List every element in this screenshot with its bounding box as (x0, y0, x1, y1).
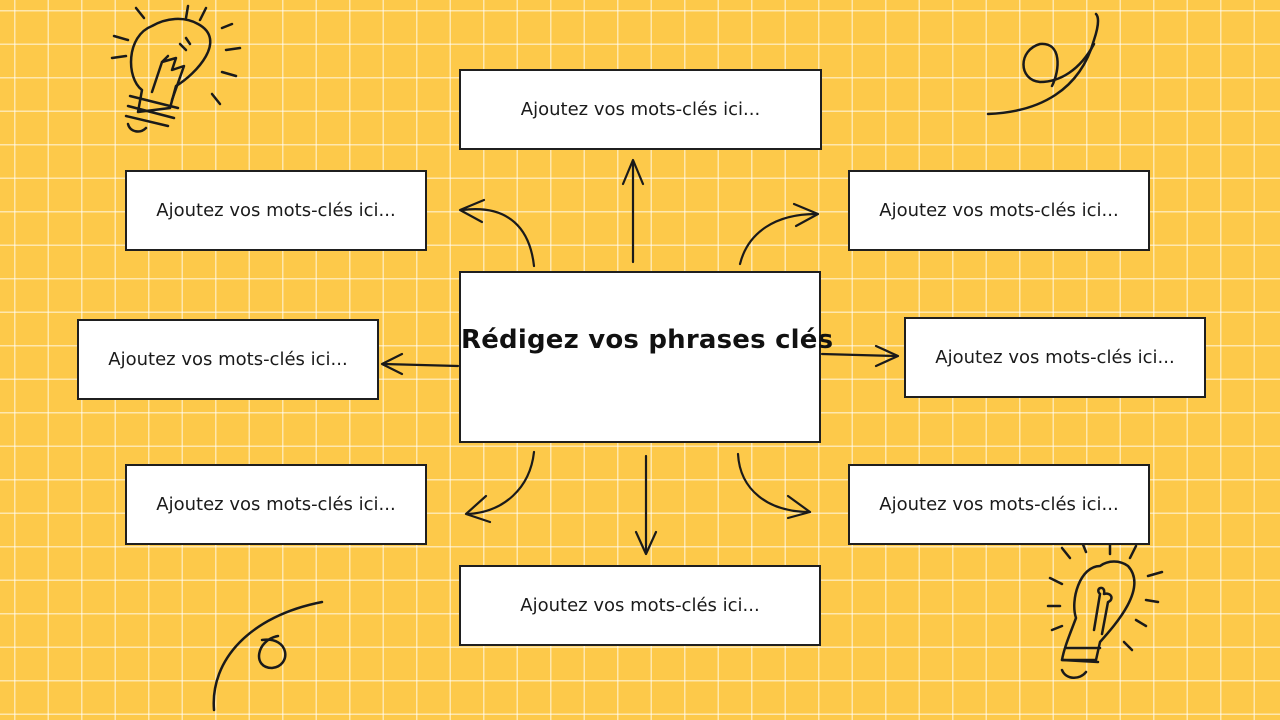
keyword-box-lower-right[interactable]: Ajoutez vos mots-clés ici... (848, 464, 1150, 545)
keyword-text: Ajoutez vos mots-clés ici... (879, 494, 1119, 515)
keyword-text: Ajoutez vos mots-clés ici... (935, 347, 1175, 368)
central-topic-text: Rédigez vos phrases clés (461, 325, 834, 355)
arrow-upper-left (460, 208, 536, 268)
keyword-text: Ajoutez vos mots-clés ici... (108, 349, 348, 370)
keyword-box-top[interactable]: Ajoutez vos mots-clés ici... (459, 69, 822, 150)
keyword-box-bottom[interactable]: Ajoutez vos mots-clés ici... (459, 565, 821, 646)
keyword-text: Ajoutez vos mots-clés ici... (879, 200, 1119, 221)
keyword-text: Ajoutez vos mots-clés ici... (520, 595, 760, 616)
arrow-left (382, 362, 460, 368)
keyword-box-lower-left[interactable]: Ajoutez vos mots-clés ici... (125, 464, 427, 545)
keyword-box-upper-left[interactable]: Ajoutez vos mots-clés ici... (125, 170, 427, 251)
keyword-text: Ajoutez vos mots-clés ici... (520, 99, 761, 120)
keyword-box-upper-right[interactable]: Ajoutez vos mots-clés ici... (848, 170, 1150, 251)
lightbulb-icon (110, 4, 242, 133)
squiggle-doodle (986, 12, 1100, 116)
keyword-text: Ajoutez vos mots-clés ici... (156, 200, 396, 221)
arrow-lower-right (736, 452, 812, 514)
keyword-box-middle-right[interactable]: Ajoutez vos mots-clés ici... (904, 317, 1206, 398)
lightbulb-filament-icon (1046, 540, 1164, 679)
central-topic-box[interactable]: Rédigez vos phrases clés (459, 271, 834, 443)
keyword-text: Ajoutez vos mots-clés ici... (156, 494, 396, 515)
keyword-box-middle-left[interactable]: Ajoutez vos mots-clés ici... (77, 319, 379, 400)
arrow-lower-left (466, 450, 536, 516)
arrow-right (820, 352, 898, 358)
arrow-upper-right (738, 212, 818, 266)
curl-doodle (212, 600, 324, 712)
